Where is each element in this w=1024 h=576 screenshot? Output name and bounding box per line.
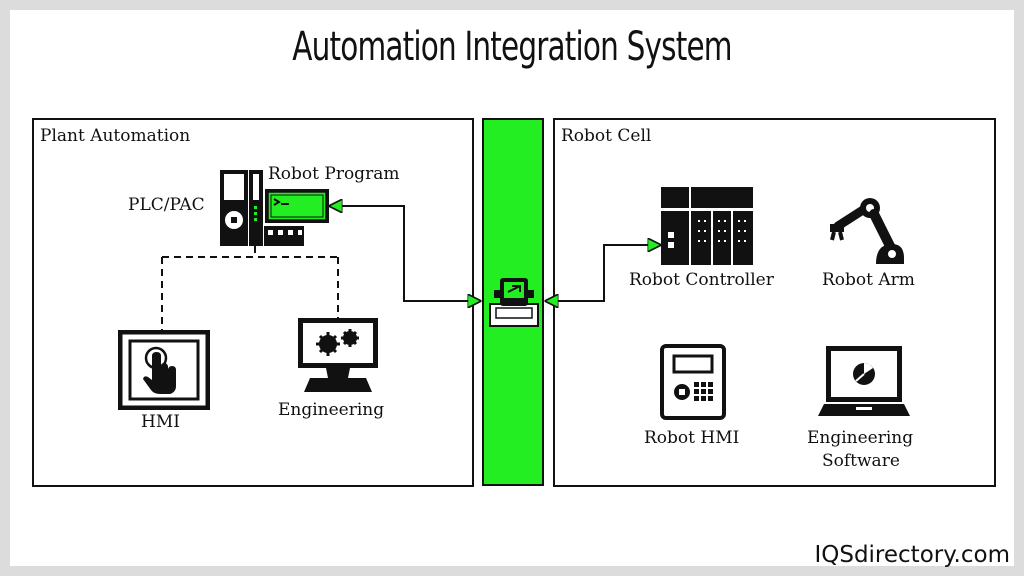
dashed-link-hmi-engineering: [161, 246, 339, 334]
robot-hmi-label: Robot HMI: [644, 428, 740, 448]
robot-cell-label: Robot Cell: [561, 126, 652, 146]
plant-automation-label: Plant Automation: [40, 126, 191, 146]
robot-arm-label: Robot Arm: [822, 270, 915, 290]
robot-hmi-pendant-icon: [660, 344, 726, 420]
robot-program-label: Robot Program: [268, 164, 400, 184]
watermark: IQSdirectory.com: [814, 542, 1010, 568]
robot-arm-icon: [830, 198, 904, 264]
engineering-label: Engineering: [278, 400, 385, 420]
laptop-icon: [818, 346, 910, 416]
hmi-touch-icon: [118, 330, 210, 410]
hmi-label: HMI: [141, 412, 180, 432]
network-switch-icon: [489, 278, 539, 327]
robot-program-icon: [265, 189, 329, 223]
robot-controller-icon: [661, 187, 753, 265]
link-robot-controller: [546, 245, 660, 301]
link-robot-program: [330, 206, 480, 301]
plc-icon: [220, 170, 304, 246]
robot-controller-label: Robot Controller: [629, 270, 774, 290]
plc-label: PLC/PAC: [128, 195, 205, 215]
diagram-title: Automation Integration System: [292, 24, 732, 70]
engineering-software-label-line1: Engineering: [807, 428, 914, 448]
engineering-software-label-line2: Software: [822, 451, 900, 471]
engineering-monitor-icon: [298, 318, 378, 392]
